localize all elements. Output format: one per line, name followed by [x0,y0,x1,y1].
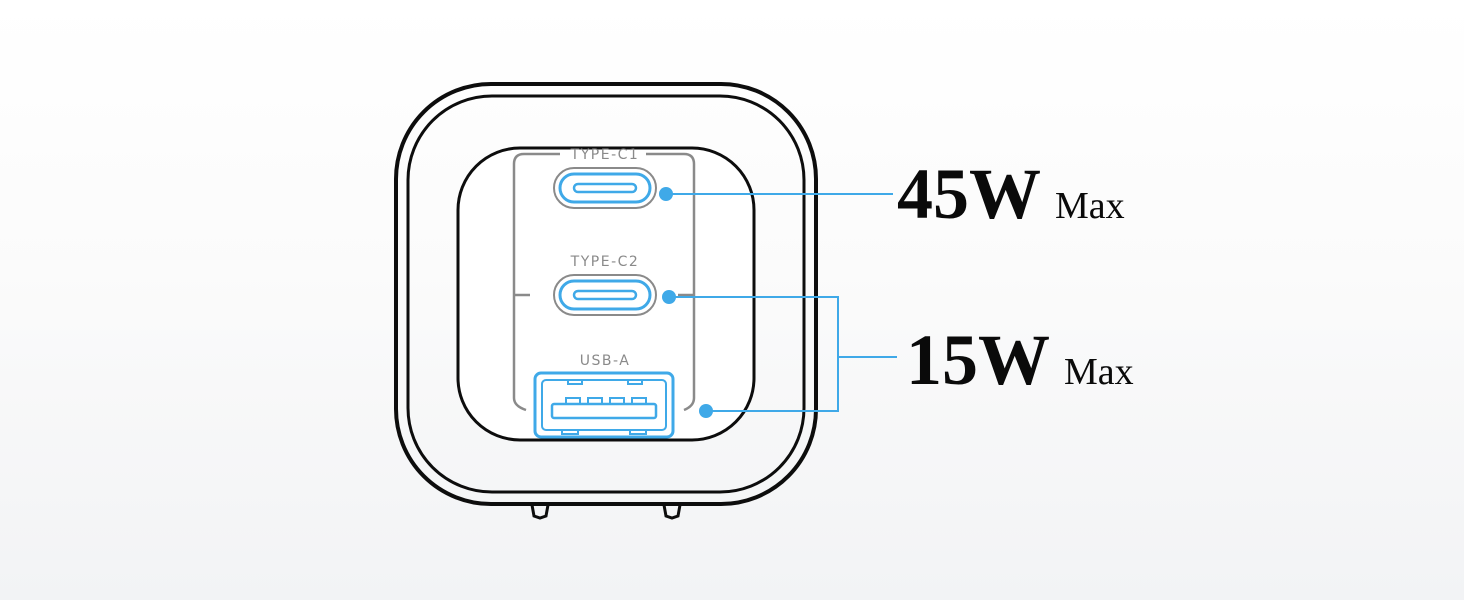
plug-prong-right [662,504,682,520]
usb-a-label: USB-A [579,353,631,369]
output-15w-suffix: Max [1064,351,1134,393]
type-c2-label: TYPE-C2 [570,254,640,270]
usb-a-contact [609,397,625,405]
type-c2-port-outer [553,274,657,316]
usb-a-latch [567,379,583,385]
plug-prong-left [530,504,550,520]
type-c2-port-tongue [572,289,638,301]
usb-a-latch [627,379,643,385]
output-45w-value: 45W [897,154,1041,234]
charger-body-outer [394,82,818,506]
output-15w-value: 15W [906,320,1050,400]
charger-body-inner [406,94,806,494]
port-bracket-right [646,152,696,412]
type-c2-port [558,279,652,311]
usb-a-contact [631,397,647,405]
port-bracket [512,152,560,412]
usb-a-port-tongue [550,402,658,420]
usb-a-port-inner [541,379,667,431]
usb-a-contact [565,397,581,405]
usb-a-contact [587,397,603,405]
usb-a-latch [629,429,647,435]
type-c1-port-tongue [572,182,638,194]
usb-a-latch [561,429,579,435]
type-c1-port [558,172,652,204]
usb-a-contacts [561,379,647,435]
type-c1-port-outer [553,167,657,209]
output-45w-suffix: Max [1055,185,1125,227]
type-c1-label: TYPE-C1 [570,147,640,163]
